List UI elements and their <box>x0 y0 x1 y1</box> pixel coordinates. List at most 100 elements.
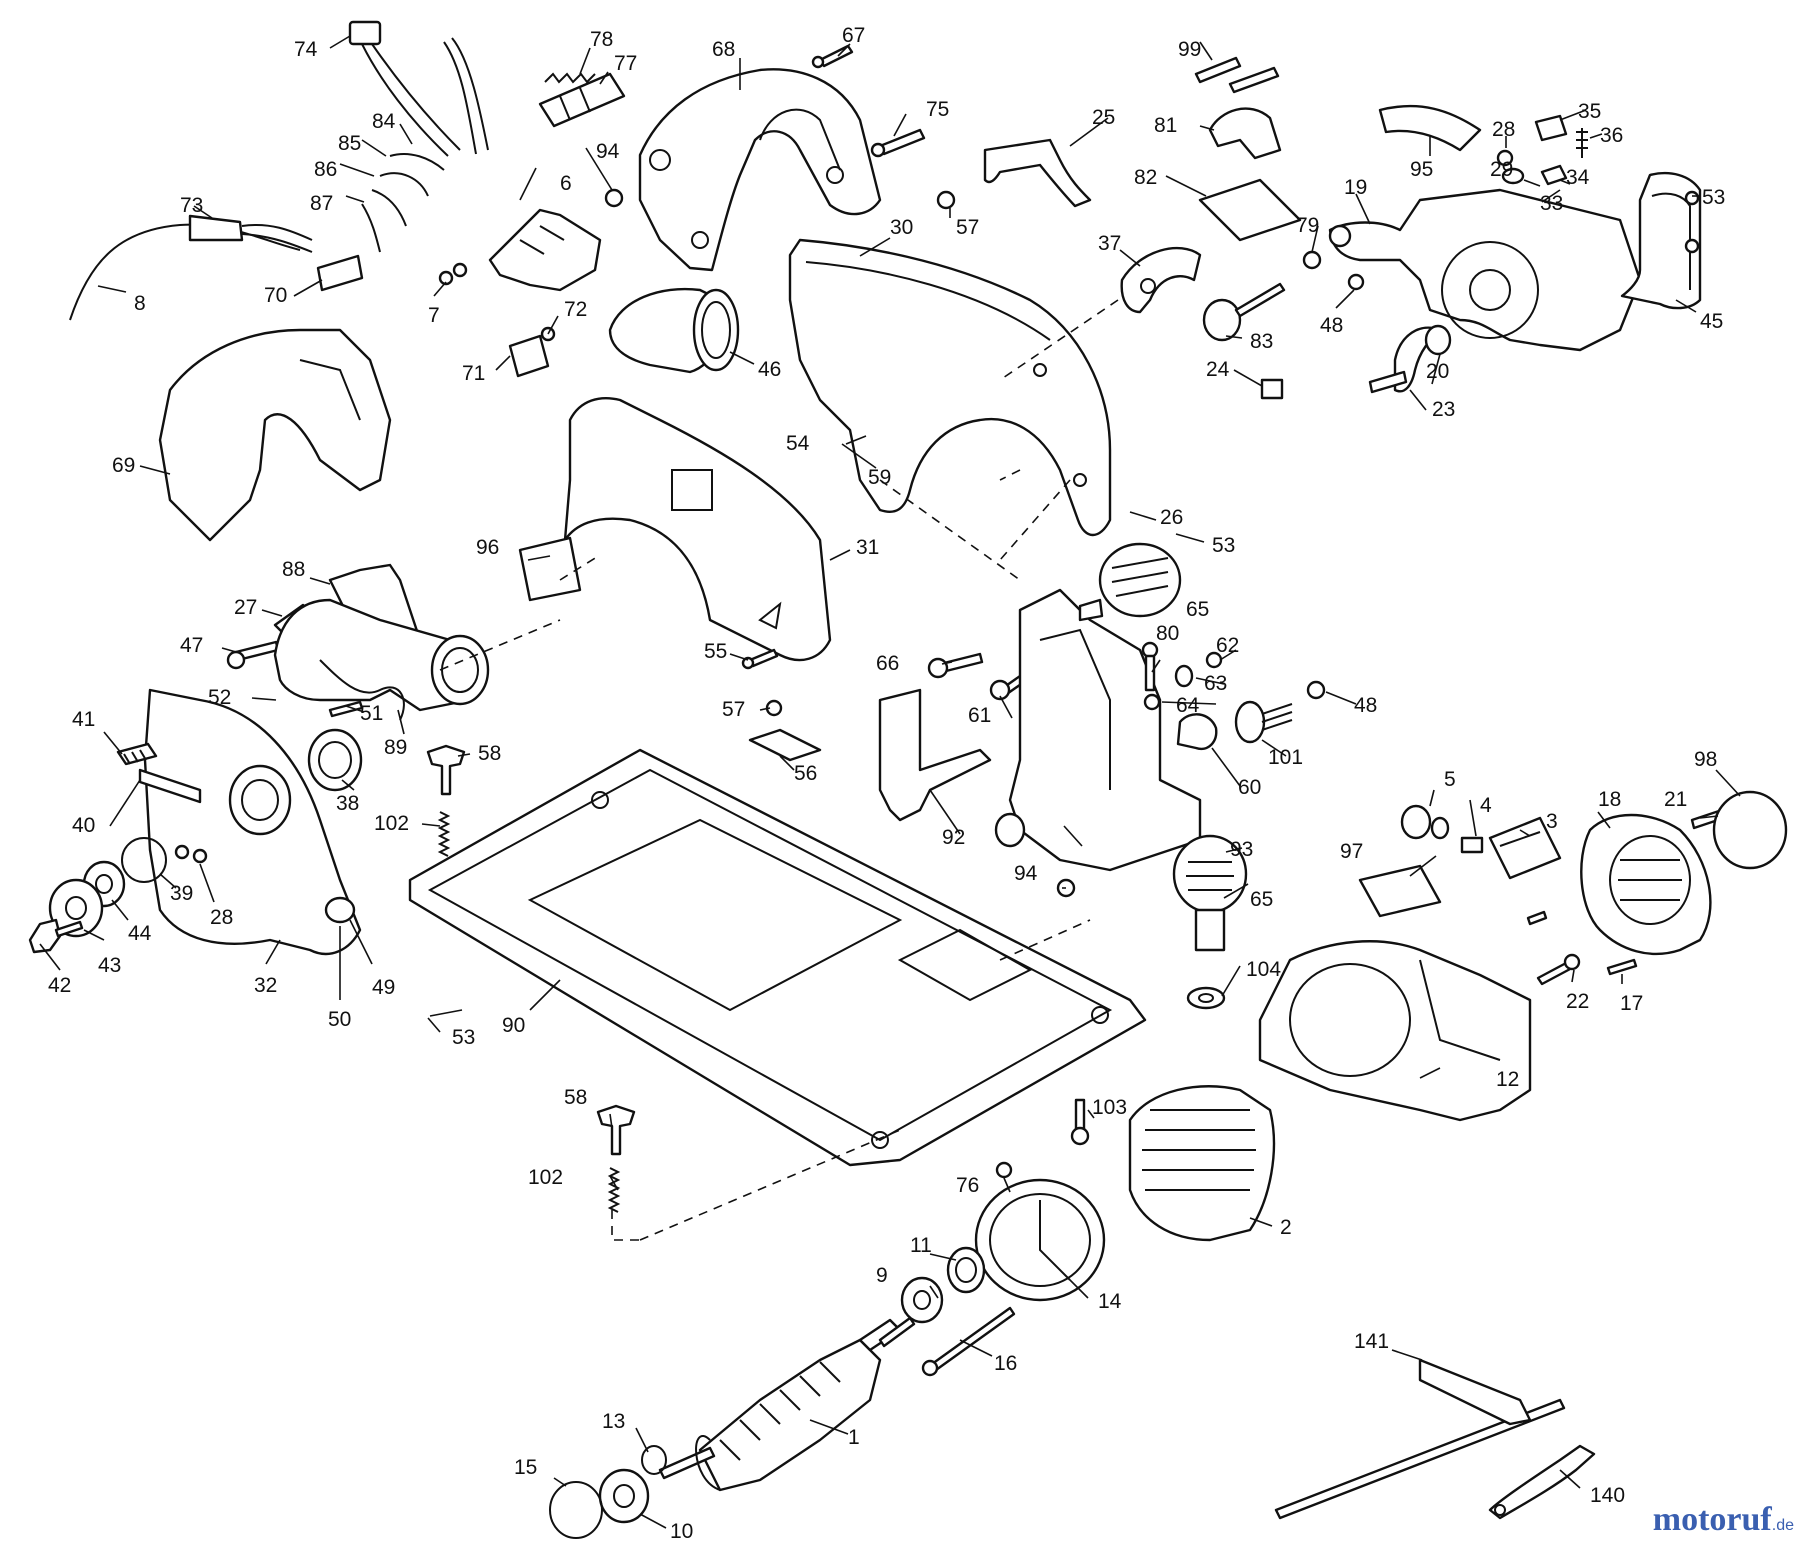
part-12-housing <box>1258 940 1532 1122</box>
part-10-bearing <box>598 1468 650 1524</box>
label-41: 41 <box>72 708 95 731</box>
part-35-clip <box>1534 114 1568 142</box>
part-13-ring <box>641 1445 667 1475</box>
label-28-top: 28 <box>1492 118 1515 141</box>
part-55-screw <box>741 648 779 670</box>
part-41-lever-tab <box>116 742 158 766</box>
label-23: 23 <box>1432 398 1455 421</box>
label-56: 56 <box>794 762 817 785</box>
watermark-brand: motoruf <box>1652 1501 1772 1538</box>
part-30-upper-guard <box>788 238 1112 537</box>
label-88: 88 <box>282 558 305 581</box>
part-24-square <box>1260 378 1284 400</box>
label-51: 51 <box>360 702 383 725</box>
label-16: 16 <box>994 1352 1017 1375</box>
part-43-flange <box>48 878 104 938</box>
label-42: 42 <box>48 974 71 997</box>
part-25-lever <box>983 138 1092 208</box>
part-42-bolt <box>28 918 84 954</box>
part-102-spring-a <box>437 811 451 857</box>
label-101: 101 <box>1268 746 1303 769</box>
part-64-nut <box>1143 693 1161 711</box>
part-65-knob-a <box>1078 542 1182 622</box>
label-73: 73 <box>180 194 203 217</box>
part-97-label <box>1358 864 1442 918</box>
part-85-87-wires <box>361 152 445 253</box>
label-71: 71 <box>462 362 485 385</box>
label-59: 59 <box>868 466 891 489</box>
label-18: 18 <box>1598 788 1621 811</box>
label-68: 68 <box>712 38 735 61</box>
label-89: 89 <box>384 736 407 759</box>
label-33: 33 <box>1540 192 1563 215</box>
part-83-knob <box>1202 282 1286 342</box>
label-62: 62 <box>1216 634 1239 657</box>
label-34: 34 <box>1566 166 1590 189</box>
part-23-arbor <box>1368 326 1442 394</box>
part-38-coil-spring <box>307 728 363 792</box>
part-102-spring-b <box>607 1167 621 1213</box>
part-71-clamp <box>508 334 550 378</box>
label-75: 75 <box>926 98 949 121</box>
part-78-spring <box>544 72 596 84</box>
label-26: 26 <box>1160 506 1183 529</box>
label-12: 12 <box>1496 1068 1519 1091</box>
part-7-screws <box>438 262 468 286</box>
part-47-screw <box>226 640 280 670</box>
part-90-base-plate <box>408 748 1147 1167</box>
part-77-brush <box>538 72 626 128</box>
part-5-bearing <box>1400 804 1450 840</box>
label-1: 1 <box>848 1426 860 1449</box>
label-35: 35 <box>1578 100 1601 123</box>
label-99: 99 <box>1178 38 1201 61</box>
label-10: 10 <box>670 1520 693 1543</box>
part-6-switch <box>488 208 602 292</box>
label-4: 4 <box>1480 794 1492 817</box>
part-66-bolt <box>927 652 984 679</box>
label-78: 78 <box>590 28 613 51</box>
label-96: 96 <box>476 536 499 559</box>
part-number-labels: 74 78 77 68 67 75 25 99 81 82 95 28 35 3… <box>48 24 1725 1543</box>
part-40-bracket <box>138 768 202 804</box>
part-16-bolt <box>921 1306 1016 1377</box>
label-14: 14 <box>1098 1290 1122 1313</box>
part-104-washer <box>1186 986 1226 1010</box>
part-37-clamp <box>1120 247 1202 314</box>
label-44: 44 <box>128 922 152 945</box>
label-54: 54 <box>786 432 810 455</box>
label-53-mid: 53 <box>1212 534 1235 557</box>
label-65-low: 65 <box>1250 888 1273 911</box>
label-27: 27 <box>234 596 257 619</box>
label-65-top: 65 <box>1186 598 1209 621</box>
part-80-screw <box>1141 641 1159 692</box>
part-45-nameplate <box>1620 171 1702 310</box>
label-50: 50 <box>328 1008 351 1031</box>
part-31-guard <box>563 397 832 662</box>
label-66: 66 <box>876 652 899 675</box>
alignment-lines <box>439 299 1119 1241</box>
label-20: 20 <box>1426 360 1449 383</box>
part-73-cord <box>69 214 313 321</box>
label-7: 7 <box>428 304 440 327</box>
part-95-label <box>1378 104 1482 152</box>
label-103: 103 <box>1092 1096 1127 1119</box>
label-74: 74 <box>294 38 318 61</box>
label-102-a: 102 <box>374 812 409 835</box>
label-64: 64 <box>1176 694 1200 717</box>
part-48-screw-top <box>1347 273 1365 291</box>
label-104: 104 <box>1246 958 1281 981</box>
part-68-handle <box>638 68 882 272</box>
label-76: 76 <box>956 1174 979 1197</box>
label-69: 69 <box>112 454 135 477</box>
part-60-lever <box>1176 713 1218 751</box>
part-141-rip-fence <box>1274 1358 1566 1520</box>
label-47: 47 <box>180 634 203 657</box>
part-28-screws <box>174 844 208 864</box>
label-98: 98 <box>1694 748 1717 771</box>
label-43: 43 <box>98 954 121 977</box>
label-49: 49 <box>372 976 395 999</box>
label-13: 13 <box>602 1410 625 1433</box>
label-46: 46 <box>758 358 781 381</box>
part-22-screw <box>1536 953 1581 986</box>
label-92: 92 <box>942 826 965 849</box>
